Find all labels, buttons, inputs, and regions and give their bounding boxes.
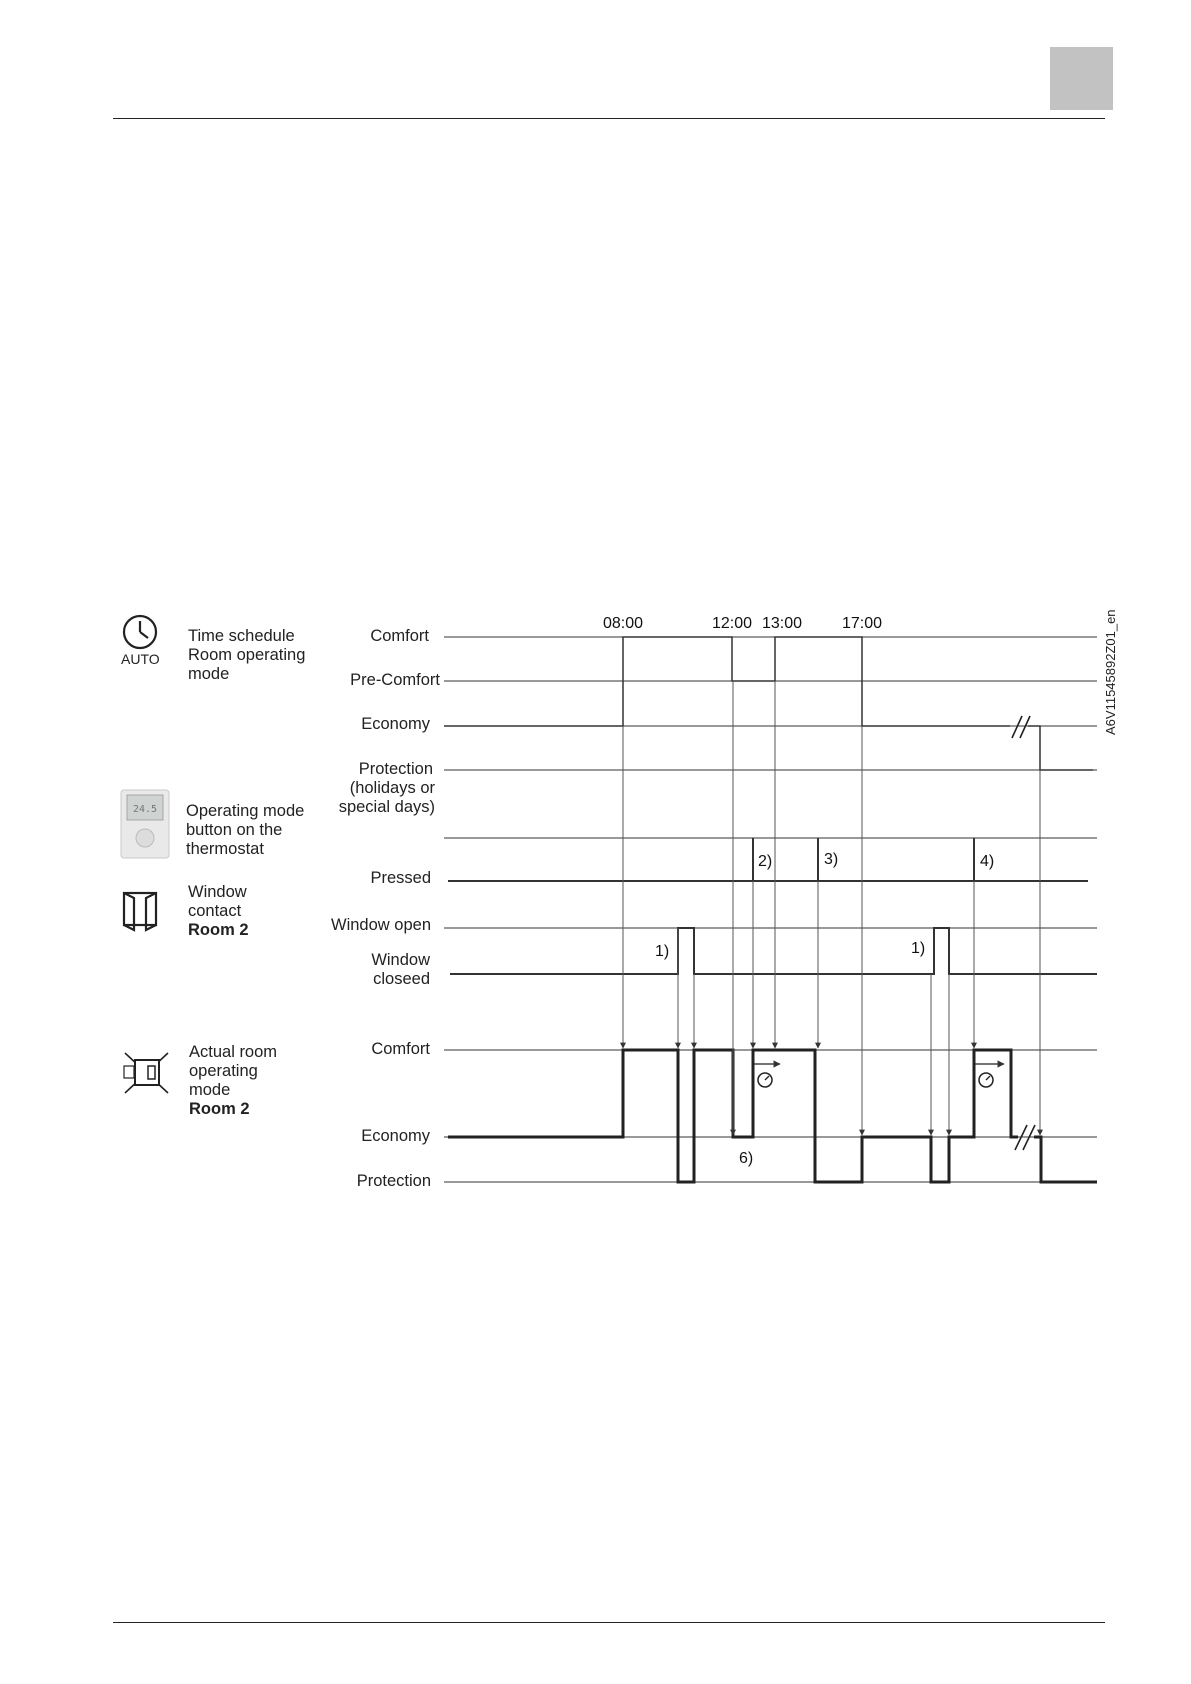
time-label-1700: 17:00 [842, 615, 882, 632]
level-label-protection-line2: (holidays or [350, 779, 436, 797]
legend-text-line: thermostat [186, 840, 264, 858]
legend-text-bold: Room 2 [189, 1100, 250, 1118]
timer-icon [974, 1060, 1005, 1088]
legend-text-line: Window [188, 883, 247, 901]
header-rule [113, 118, 1105, 119]
baselines [444, 636, 1097, 1183]
auto-label: AUTO [121, 651, 160, 667]
clock-icon [122, 614, 158, 650]
level-label-pressed: Pressed [370, 869, 431, 887]
time-label-0800: 08:00 [603, 615, 643, 632]
legend-text-line: operating [189, 1062, 258, 1080]
time-label-1200: 12:00 [712, 615, 752, 632]
level-label-actual-protection: Protection [357, 1172, 431, 1190]
legend-text-line: contact [188, 902, 242, 920]
window-contact-icon [122, 891, 158, 932]
note-1-first: 1) [655, 943, 669, 960]
legend-text-line: Actual room [189, 1043, 277, 1061]
note-labels: 1) 1) 2) 3) 4) 6) [655, 851, 994, 1167]
time-labels: 08:00 12:00 13:00 17:00 [603, 615, 882, 632]
window-signal [450, 927, 1097, 975]
level-label-actual-economy: Economy [361, 1127, 431, 1145]
event-arrows [620, 681, 1043, 1136]
thermostat-icon: 24.5 [120, 789, 170, 859]
level-label-window-open: Window open [331, 916, 431, 934]
legend-actual-text: Actual room operating mode Room 2 [189, 1043, 277, 1118]
actual-break-mark [1014, 1124, 1036, 1151]
button-signal [448, 838, 1088, 882]
note-6: 6) [739, 1150, 753, 1167]
room-icon [123, 1052, 169, 1094]
legend-text-line: Operating mode [186, 802, 304, 820]
footer-rule [113, 1622, 1105, 1623]
note-1-second: 1) [911, 940, 925, 957]
legend-window-text: Window contact Room 2 [188, 883, 249, 939]
level-label-pre-comfort: Pre-Comfort [350, 671, 440, 689]
schedule-signal [444, 636, 1093, 771]
legend-schedule-text: Time schedule Room operating mode [188, 627, 305, 683]
legend-text-line: button on the [186, 821, 282, 839]
legend-text-line: mode [188, 665, 229, 683]
level-label-comfort: Comfort [370, 627, 429, 645]
legend-text-line: Time schedule [188, 627, 295, 645]
level-label-window-closed: Window [371, 951, 430, 969]
level-label-protection-line3: special days) [339, 798, 435, 816]
level-label-economy: Economy [361, 715, 431, 733]
legend-text-bold: Room 2 [188, 921, 249, 939]
level-label-protection: Protection [359, 760, 433, 778]
actual-signal [448, 1048, 1097, 1184]
note-2: 2) [758, 853, 772, 870]
level-label-window-closed-line2: closeed [373, 970, 430, 988]
level-labels: Comfort Pre-Comfort Economy Protection (… [331, 627, 440, 1190]
legend-thermostat-text: Operating mode button on the thermostat [186, 802, 304, 858]
legend-text-line: Room operating [188, 646, 305, 664]
time-label-1300: 13:00 [762, 615, 802, 632]
legend-text-line: mode [189, 1081, 230, 1099]
note-4: 4) [980, 853, 994, 870]
level-label-actual-comfort: Comfort [371, 1040, 430, 1058]
time-break-mark [1011, 715, 1031, 739]
thermostat-display-text: 24.5 [133, 804, 157, 815]
figure-code: A6V11545892Z01_en [1103, 609, 1118, 735]
timer-icon [752, 1060, 781, 1088]
note-3: 3) [824, 851, 838, 868]
page-corner-marker [1050, 47, 1113, 110]
